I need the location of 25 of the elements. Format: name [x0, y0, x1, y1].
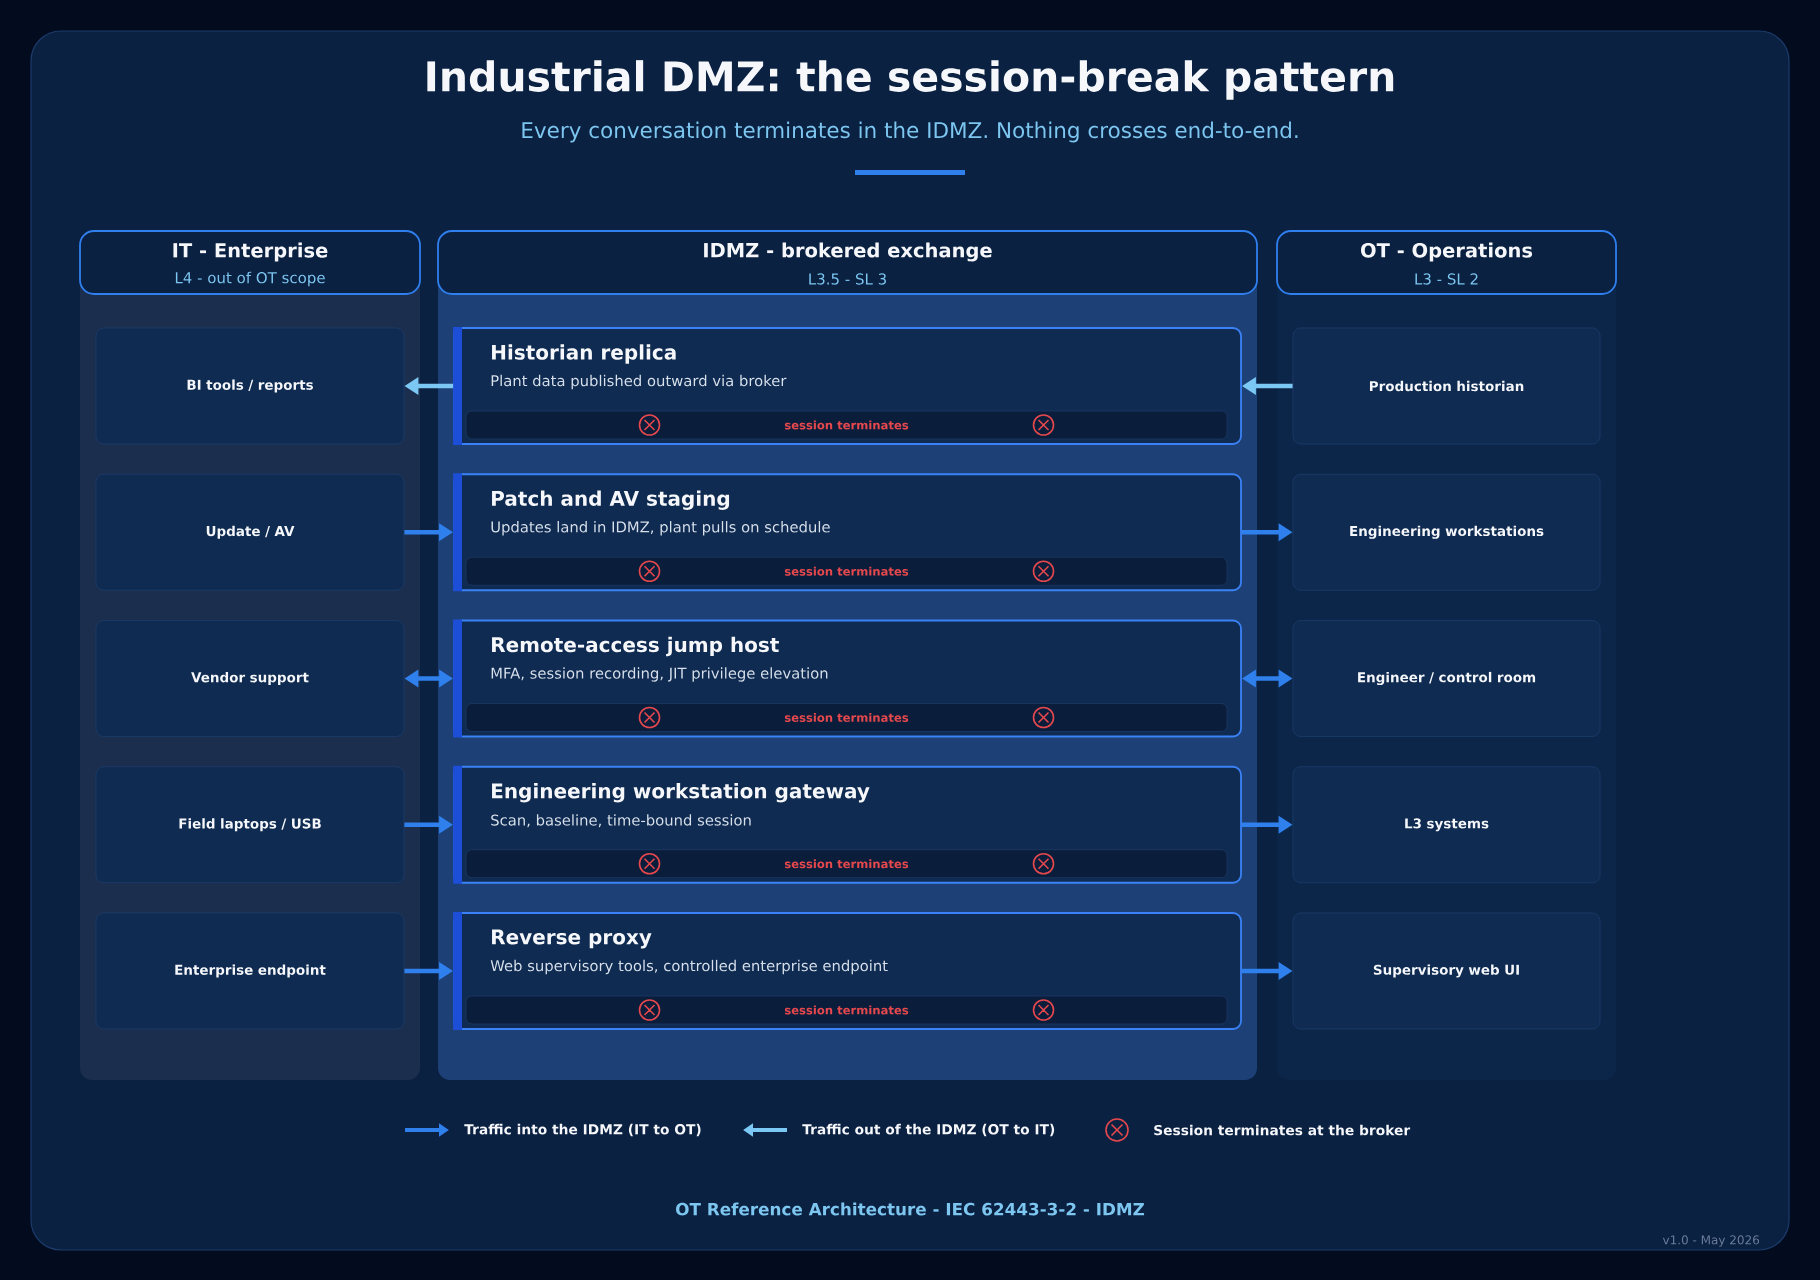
column-header: IDMZ - brokered exchange L3.5 - SL 3 — [437, 230, 1258, 295]
column-header: OT - Operations L3 - SL 2 — [1276, 230, 1617, 295]
session-bar: session terminates — [465, 556, 1228, 586]
session-bar: session terminates — [465, 995, 1228, 1025]
system-box: Enterprise endpoint — [95, 912, 405, 1030]
system-box: Update / AV — [95, 473, 405, 591]
session-bar: session terminates — [465, 703, 1228, 732]
legend-text: Session terminates at the broker — [1154, 1124, 1411, 1136]
version-text: v1.0 - May 2026 — [1662, 1235, 1760, 1247]
system-box: Production historian — [1292, 327, 1601, 445]
system-box: Supervisory web UI — [1292, 912, 1601, 1030]
system-box: Engineering workstations — [1292, 473, 1601, 591]
legend-text: Traffic into the IDMZ (IT to OT) — [464, 1123, 701, 1137]
system-box: Field laptops / USB — [95, 766, 405, 884]
legend-text: Traffic out of the IDMZ (OT to IT) — [802, 1123, 1055, 1137]
subtitle: Every conversation terminates in the IDMZ. Nothing crosses end-to-end. — [522, 121, 1298, 143]
system-box: L3 systems — [1292, 766, 1601, 884]
system-box: BI tools / reports — [95, 327, 405, 445]
footer-text: OT Reference Architecture - IEC 62443-3-2 - IDMZ — [676, 1202, 1145, 1216]
column-header: IT - Enterprise L4 - out of OT scope — [79, 230, 421, 295]
session-bar: session terminates — [465, 410, 1228, 440]
system-box: Vendor support — [95, 620, 405, 737]
title: Industrial DMZ: the session-break pattern — [427, 60, 1394, 100]
system-box: Engineer / control room — [1292, 620, 1601, 737]
session-bar: session terminates — [465, 849, 1228, 879]
